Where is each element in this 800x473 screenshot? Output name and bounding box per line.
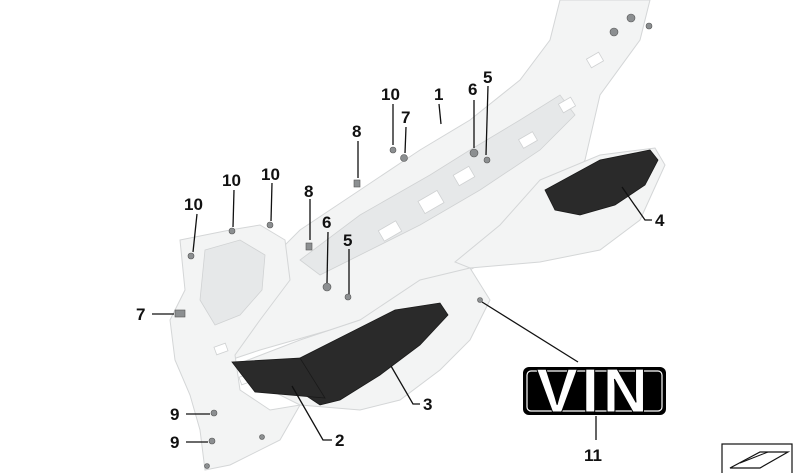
callout-part-1: 1 — [434, 85, 443, 104]
callout-part-11: 11 — [584, 446, 602, 465]
callout-part-9-upper: 9 — [170, 405, 179, 424]
callout-part-4: 4 — [655, 211, 665, 230]
callout-labels: 1 5 6 7 10 8 8 6 5 10 10 10 7 4 3 2 9 9 … — [136, 68, 665, 465]
callout-part-10-d: 10 — [261, 165, 280, 184]
callout-part-10-a: 10 — [381, 85, 400, 104]
mat-strip — [231, 357, 326, 399]
callout-part-10-c: 10 — [222, 171, 241, 190]
callout-part-5-upper: 5 — [483, 68, 492, 87]
diagram-reference-icon — [721, 443, 793, 473]
vin-badge: VIN — [523, 357, 666, 427]
leader-lines — [152, 85, 652, 443]
callout-part-2: 2 — [335, 431, 344, 450]
callout-part-5-lower: 5 — [343, 231, 352, 250]
fasteners — [174, 13, 653, 469]
callout-part-7-left: 7 — [136, 305, 145, 324]
callout-part-8-upper: 8 — [352, 122, 361, 141]
callout-part-8-lower: 8 — [304, 182, 313, 201]
callout-part-6-upper: 6 — [468, 80, 477, 99]
callout-part-6-lower: 6 — [322, 213, 331, 232]
callout-part-9-lower: 9 — [170, 433, 179, 452]
callout-part-7-upper: 7 — [401, 108, 410, 127]
callout-part-10-b: 10 — [184, 195, 203, 214]
vin-badge-text: VIN — [536, 357, 651, 426]
floor-mat-rear — [544, 149, 659, 216]
callout-part-3: 3 — [423, 395, 432, 414]
